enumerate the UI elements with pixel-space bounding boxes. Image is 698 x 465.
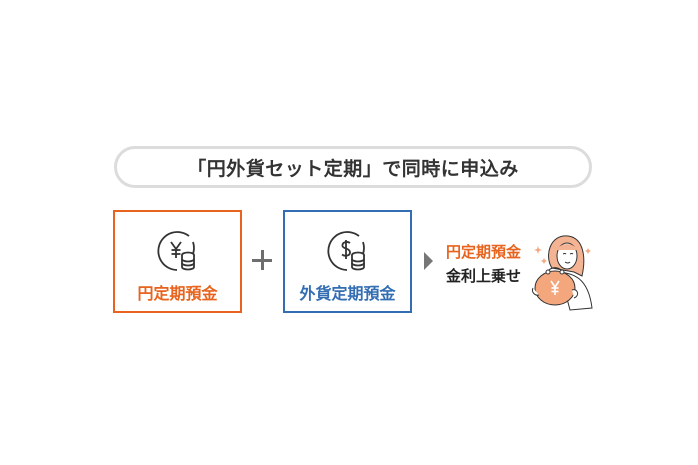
foreign-currency-time-deposit-box: 外貨定期預金 — [283, 210, 412, 313]
yen-time-deposit-label: 円定期預金 — [137, 284, 218, 303]
dollar-coins-icon — [326, 231, 365, 271]
foreign-time-deposit-label: 外貨定期預金 — [299, 284, 396, 303]
headline-text: 「円外貨セット定期」で同時に申込み — [187, 157, 519, 180]
result-text: 円定期預金 金利上乗せ — [446, 240, 521, 288]
yen-coins-icon — [156, 231, 195, 271]
woman-holding-yen-purse-icon — [532, 235, 593, 311]
headline-banner: 「円外貨セット定期」で同時に申込み — [114, 146, 592, 188]
triangle-arrow-icon — [424, 252, 433, 270]
plus-icon — [252, 250, 274, 272]
result-line1: 円定期預金 — [446, 243, 522, 261]
result-line2: 金利上乗せ — [446, 267, 522, 285]
yen-time-deposit-box: 円定期預金 — [113, 210, 242, 313]
